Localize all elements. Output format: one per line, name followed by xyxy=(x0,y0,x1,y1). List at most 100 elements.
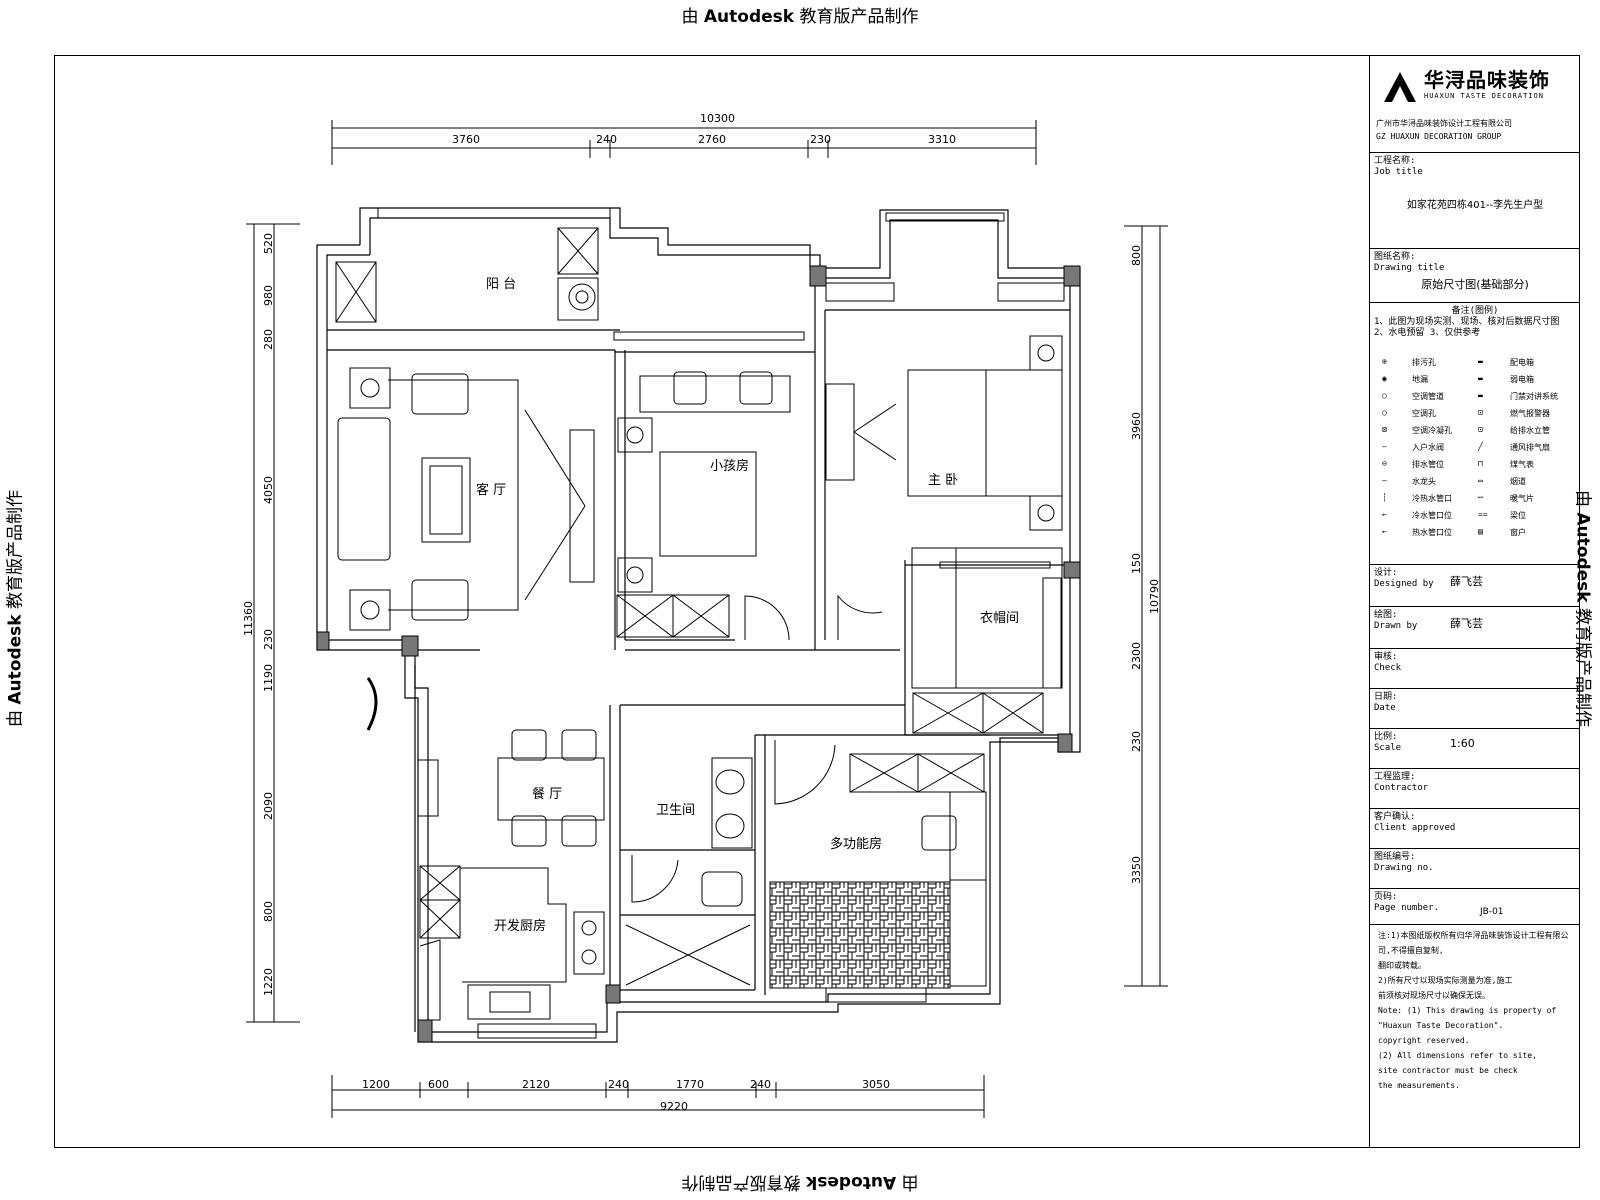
windows xyxy=(377,207,1065,1039)
dim-right-seg: 150 xyxy=(1130,553,1143,574)
notes-section: 注:1)本图纸版权所有归华浔品味装饰设计工程有限公司,不得擅自复制, 翻印或转载… xyxy=(1370,924,1580,1147)
walls xyxy=(316,207,1081,1043)
legend-label: 暖气片 xyxy=(1510,494,1534,503)
legend-label: 窗户 xyxy=(1510,528,1526,537)
kids-furniture xyxy=(617,371,897,593)
note-line: copyright reserved. xyxy=(1378,1036,1470,1045)
note-line: site contractor must be check xyxy=(1378,1066,1518,1075)
dim-bottom-seg: 1200 xyxy=(362,1078,390,1091)
check-row: 审核: Check xyxy=(1370,648,1580,688)
note-line: the measurements. xyxy=(1378,1081,1460,1090)
company-name-en: HUAXUN TASTE DECORATION xyxy=(1424,92,1544,100)
legend-label: 排水管位 xyxy=(1412,460,1444,469)
dimension-lines xyxy=(246,120,1168,1118)
company-group: GZ HUAXUN DECORATION GROUP xyxy=(1376,132,1502,141)
legend-symbol-icon: ▤ xyxy=(1478,527,1483,536)
page-number-value: JB-01 xyxy=(1480,907,1504,917)
dim-right-seg: 2300 xyxy=(1130,642,1143,670)
note-line: (2) All dimensions refer to site, xyxy=(1378,1051,1537,1060)
legend-label: 门禁对讲系统 xyxy=(1510,392,1558,401)
legend-symbol-icon: — xyxy=(1382,476,1387,485)
room-label-bath: 卫生间 xyxy=(656,803,695,818)
legend-symbol-icon: ◉ xyxy=(1382,374,1387,383)
legend-symbol-icon: ⊡ xyxy=(1478,408,1483,417)
legend-label: 入户水阀 xyxy=(1412,443,1444,452)
legend-symbol-icon: ▬ xyxy=(1478,357,1483,366)
drawing-title-value: 原始尺寸图(基础部分) xyxy=(1421,278,1529,291)
legend-symbol-icon: ▬ xyxy=(1478,391,1483,400)
legend-label: 地漏 xyxy=(1412,375,1428,384)
room-label-balcony: 阳 台 xyxy=(486,277,516,292)
watermark-top: 由 Autodesk 教育版产品制作 xyxy=(681,7,919,27)
legend-label: 弱电箱 xyxy=(1510,375,1534,384)
dim-top-seg: 2760 xyxy=(698,133,726,146)
drawn-by-row: 绘图: Drawn by 薛飞芸 xyxy=(1370,606,1580,648)
company-name-cn: 华浔品味装饰 xyxy=(1424,68,1550,92)
multi-furniture xyxy=(921,791,987,987)
dim-top-seg: 240 xyxy=(596,133,617,146)
job-title-row: 工程名称: Job title 如家花苑四栋401--李先生户型 xyxy=(1370,152,1580,248)
floor-tile-hatch xyxy=(769,881,951,989)
drawing-title-row: 图纸名称: Drawing title 原始尺寸图(基础部分) xyxy=(1370,248,1580,302)
legend-symbol-icon: ┆ xyxy=(1382,493,1387,502)
notes-list: 注:1)本图纸版权所有归华浔品味装饰设计工程有限公司,不得擅自复制, 翻印或转载… xyxy=(1378,928,1574,1093)
room-label-master: 主 卧 xyxy=(928,473,958,488)
kitchen-furniture xyxy=(419,867,605,1021)
dim-bottom-seg: 240 xyxy=(750,1078,771,1091)
note-line: "Huaxun Taste Decoration". xyxy=(1378,1021,1504,1030)
legend-symbol-icon: ← xyxy=(1382,527,1387,536)
entrance-arrow-icon xyxy=(366,677,378,731)
legend-symbol-icon: ▬ xyxy=(1478,374,1483,383)
legend-label: 煤气表 xyxy=(1510,460,1534,469)
dim-left-seg: 1190 xyxy=(262,664,275,692)
dim-bottom-seg: 2120 xyxy=(522,1078,550,1091)
legend-label: 配电箱 xyxy=(1510,358,1534,367)
legend-label: 排污孔 xyxy=(1412,358,1436,367)
dim-left-seg: 1220 xyxy=(262,968,275,996)
legend-label: 冷热水管口 xyxy=(1412,494,1452,503)
legend-label: 烟道 xyxy=(1510,477,1526,486)
note-line: 前须核对现场尺寸以确保无误。 xyxy=(1378,991,1490,1000)
legend-label: 通风排气扇 xyxy=(1510,443,1550,452)
wall-columns xyxy=(316,265,1081,1043)
legend-label: 空调孔 xyxy=(1412,409,1436,418)
dim-left-seg: 2090 xyxy=(262,792,275,820)
dim-top-seg: 3310 xyxy=(928,133,956,146)
company-logo-icon xyxy=(1384,72,1416,102)
legend-symbol-icon: ○ xyxy=(1382,408,1387,417)
dim-right-total: 10790 xyxy=(1148,579,1161,614)
drawing-number-row: 图纸编号: Drawing no. xyxy=(1370,848,1580,888)
dim-left-seg: 280 xyxy=(262,329,275,350)
designed-by-row: 设计: Designed by 薛飞芸 xyxy=(1370,564,1580,606)
room-label-multi: 多功能房 xyxy=(830,836,882,852)
legend-label: 空调冷凝孔 xyxy=(1412,426,1452,435)
legend-label: 空调管道 xyxy=(1412,392,1444,401)
designer-name: 薛飞芸 xyxy=(1450,575,1483,588)
room-label-kids: 小孩房 xyxy=(710,458,749,474)
legend-symbol-icon: ┉ xyxy=(1478,493,1483,502)
dim-left-total: 11360 xyxy=(242,601,255,636)
legend-symbol-icon: — xyxy=(1382,442,1387,451)
job-title-value: 如家花苑四栋401--李先生户型 xyxy=(1406,200,1544,211)
legend-label: 梁位 xyxy=(1510,511,1526,520)
legend-label: 给排水立管 xyxy=(1510,426,1550,435)
legend-symbol-icon: ← xyxy=(1382,510,1387,519)
legend-symbol-icon: ⊡ xyxy=(1478,425,1483,434)
legend-symbol-icon: ⊕ xyxy=(1382,357,1387,366)
drafter-name: 薛飞芸 xyxy=(1450,617,1483,630)
dim-bottom-seg: 600 xyxy=(428,1078,449,1091)
dim-left-seg: 800 xyxy=(262,901,275,922)
drawing-sheet-border xyxy=(54,55,1580,1148)
client-approved-row: 客户确认: Client approved xyxy=(1370,808,1580,848)
room-label-dining: 餐 厅 xyxy=(532,786,562,802)
legend-label: 燃气报警器 xyxy=(1510,409,1550,418)
dim-right-seg: 3960 xyxy=(1130,412,1143,440)
scale-row: 比例: Scale 1:60 xyxy=(1370,728,1580,768)
dim-right-seg: 800 xyxy=(1130,245,1143,266)
legend-label: 热水管口位 xyxy=(1412,528,1452,537)
room-label-kitchen: 开发厨房 xyxy=(494,918,546,934)
legend-symbol-icon: ▭ xyxy=(1478,476,1483,485)
legend-symbol-icon: ⊖ xyxy=(1382,459,1387,468)
legend-label: 冷水管口位 xyxy=(1412,511,1452,520)
